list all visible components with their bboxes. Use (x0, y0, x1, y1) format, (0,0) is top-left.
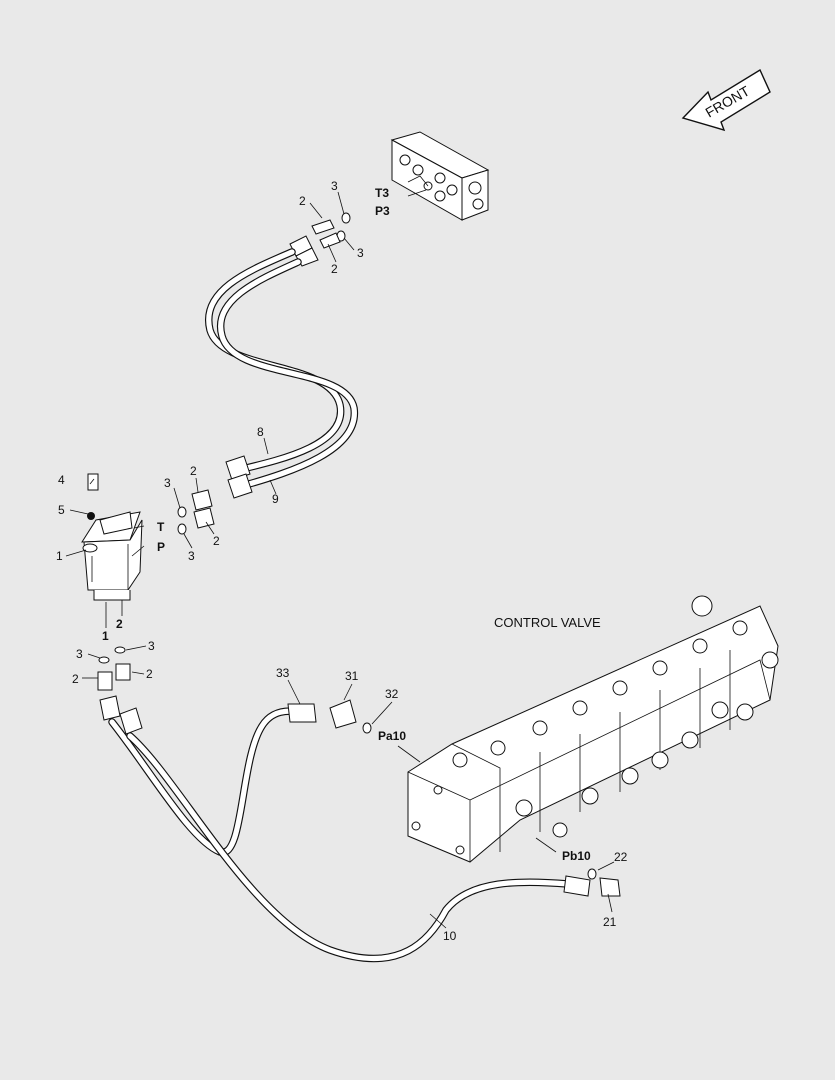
callout-3-mid-upper: 3 (164, 476, 171, 490)
callout-21: 21 (603, 915, 617, 929)
callout-3-top: 3 (331, 179, 338, 193)
callout-2-mid-upper: 2 (190, 464, 197, 478)
port-p-label: P (157, 540, 165, 554)
callout-2-low-left: 2 (72, 672, 79, 686)
callout-32: 32 (385, 687, 399, 701)
front-arrow: FRONT (681, 68, 771, 132)
callout-2-top-below: 2 (331, 262, 338, 276)
callout-5: 5 (58, 503, 65, 517)
control-valve (407, 595, 779, 863)
callout-33: 33 (276, 666, 290, 680)
port-t3-label: T3 (375, 186, 389, 200)
callout-2-low-right: 2 (146, 667, 153, 681)
port-1-label: 1 (102, 629, 109, 643)
upper-fittings (289, 212, 351, 267)
port-t-label: T (157, 520, 165, 534)
callout-3-low-right: 3 (148, 639, 155, 653)
control-valve-label: CONTROL VALVE (494, 615, 601, 630)
callout-22: 22 (614, 850, 628, 864)
callout-2-mid-lower: 2 (213, 534, 220, 548)
hose-8-9 (204, 248, 358, 499)
leader-lines (65, 191, 615, 929)
callout-4: 4 (58, 473, 65, 487)
callout-9: 9 (272, 492, 279, 506)
callout-3-top-right: 3 (357, 246, 364, 260)
lower-fittings (97, 646, 131, 691)
mid-fittings (177, 489, 215, 535)
port-2-label: 2 (116, 617, 123, 631)
callout-31: 31 (345, 669, 359, 683)
hose-lower-pair (99, 695, 621, 963)
callout-1: 1 (56, 549, 63, 563)
callout-2-top-left: 2 (299, 194, 306, 208)
callout-3-low-left: 3 (76, 647, 83, 661)
callout-10: 10 (443, 929, 457, 943)
callout-8: 8 (257, 425, 264, 439)
callout-numbers: 3 2 3 2 8 9 4 5 1 3 2 3 2 3 3 2 2 33 31 … (56, 179, 628, 943)
port-p3-label: P3 (375, 204, 390, 218)
pilot-valve (81, 473, 143, 601)
callout-3-mid-lower: 3 (188, 549, 195, 563)
port-pb10-label: Pb10 (562, 849, 591, 863)
port-pa10-label: Pa10 (378, 729, 406, 743)
upper-manifold-block (390, 131, 490, 221)
